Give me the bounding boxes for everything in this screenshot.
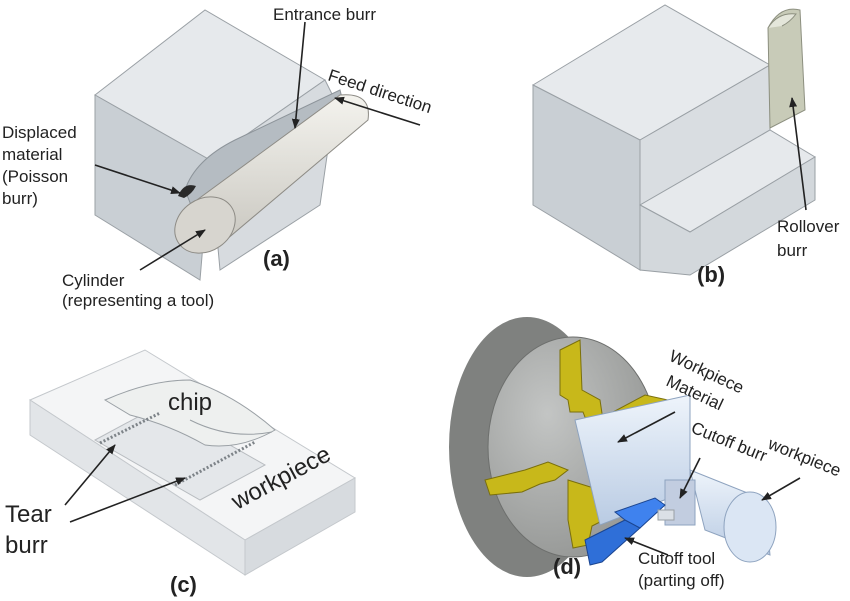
- displaced-arrow: [94, 164, 181, 194]
- panel-a: Entrance burr Feed direction Displaced m…: [2, 5, 434, 310]
- tear-arrow-2: [69, 477, 186, 523]
- cutoff-tool: [584, 519, 641, 566]
- displaced-label-4: burr): [2, 189, 38, 208]
- poisson-burr: [178, 185, 196, 198]
- workpiece-d-label: workpiece: [765, 434, 844, 481]
- rollover-arrow: [789, 97, 807, 211]
- rollover-curl: [767, 13, 797, 29]
- tear-burr-edge-1: [99, 411, 161, 445]
- tear-burr-edge-2: [174, 440, 256, 487]
- caption-b: (b): [697, 262, 725, 287]
- cutoff-tool-arrow: [624, 537, 669, 556]
- rollover-label-1: Rollover: [777, 217, 840, 236]
- workpiece-c-side: [244, 477, 356, 576]
- chip-edge: [189, 419, 273, 435]
- caption-a: (a): [263, 246, 290, 271]
- caption-c: (c): [170, 572, 197, 597]
- tear-label-1: Tear: [5, 501, 52, 528]
- panel-c: chip workpiece Tear burr (c): [5, 349, 356, 597]
- feed-direction-arrow: [334, 96, 421, 126]
- cylinder-arrow: [139, 229, 206, 271]
- chip-label: chip: [168, 389, 212, 416]
- rollover-label-2: burr: [777, 241, 808, 260]
- cutoff-tool-tip: [657, 509, 675, 521]
- displaced-label-2: material: [2, 145, 62, 164]
- block-b-right-face: [639, 156, 816, 276]
- cutoff-tool-label-2: (parting off): [638, 571, 725, 590]
- caption-d: (d): [553, 554, 581, 579]
- jaw-left: [484, 461, 570, 496]
- cylinder-tool: [189, 94, 369, 246]
- entrance-burr-label: Entrance burr: [273, 5, 376, 24]
- cylinder-label-1: Cylinder: [62, 271, 125, 290]
- cutoff-tool-top: [613, 497, 666, 529]
- chip: [103, 379, 276, 447]
- entrance-burr-arrow: [291, 21, 306, 129]
- panel-b: Rollover burr (b): [531, 4, 840, 287]
- workpiece-d-face: [723, 491, 777, 563]
- panel-d: Workpiece Material Cutoff burr workpiece…: [449, 317, 844, 590]
- displaced-label-3: (Poisson: [2, 167, 68, 186]
- cutoff-burr-arrow: [679, 457, 701, 499]
- tear-label-2: burr: [5, 532, 48, 559]
- cylinder-label-2: (representing a tool): [62, 291, 214, 310]
- cutoff-tool-label-1: Cutoff tool: [638, 549, 715, 568]
- wp-material-arrow: [617, 411, 676, 443]
- workpiece-d-arrow: [761, 477, 801, 501]
- cutoff-burr-label: Cutoff burr: [689, 418, 771, 466]
- tear-arrow-1: [64, 444, 116, 506]
- displaced-label-1: Displaced: [2, 123, 77, 142]
